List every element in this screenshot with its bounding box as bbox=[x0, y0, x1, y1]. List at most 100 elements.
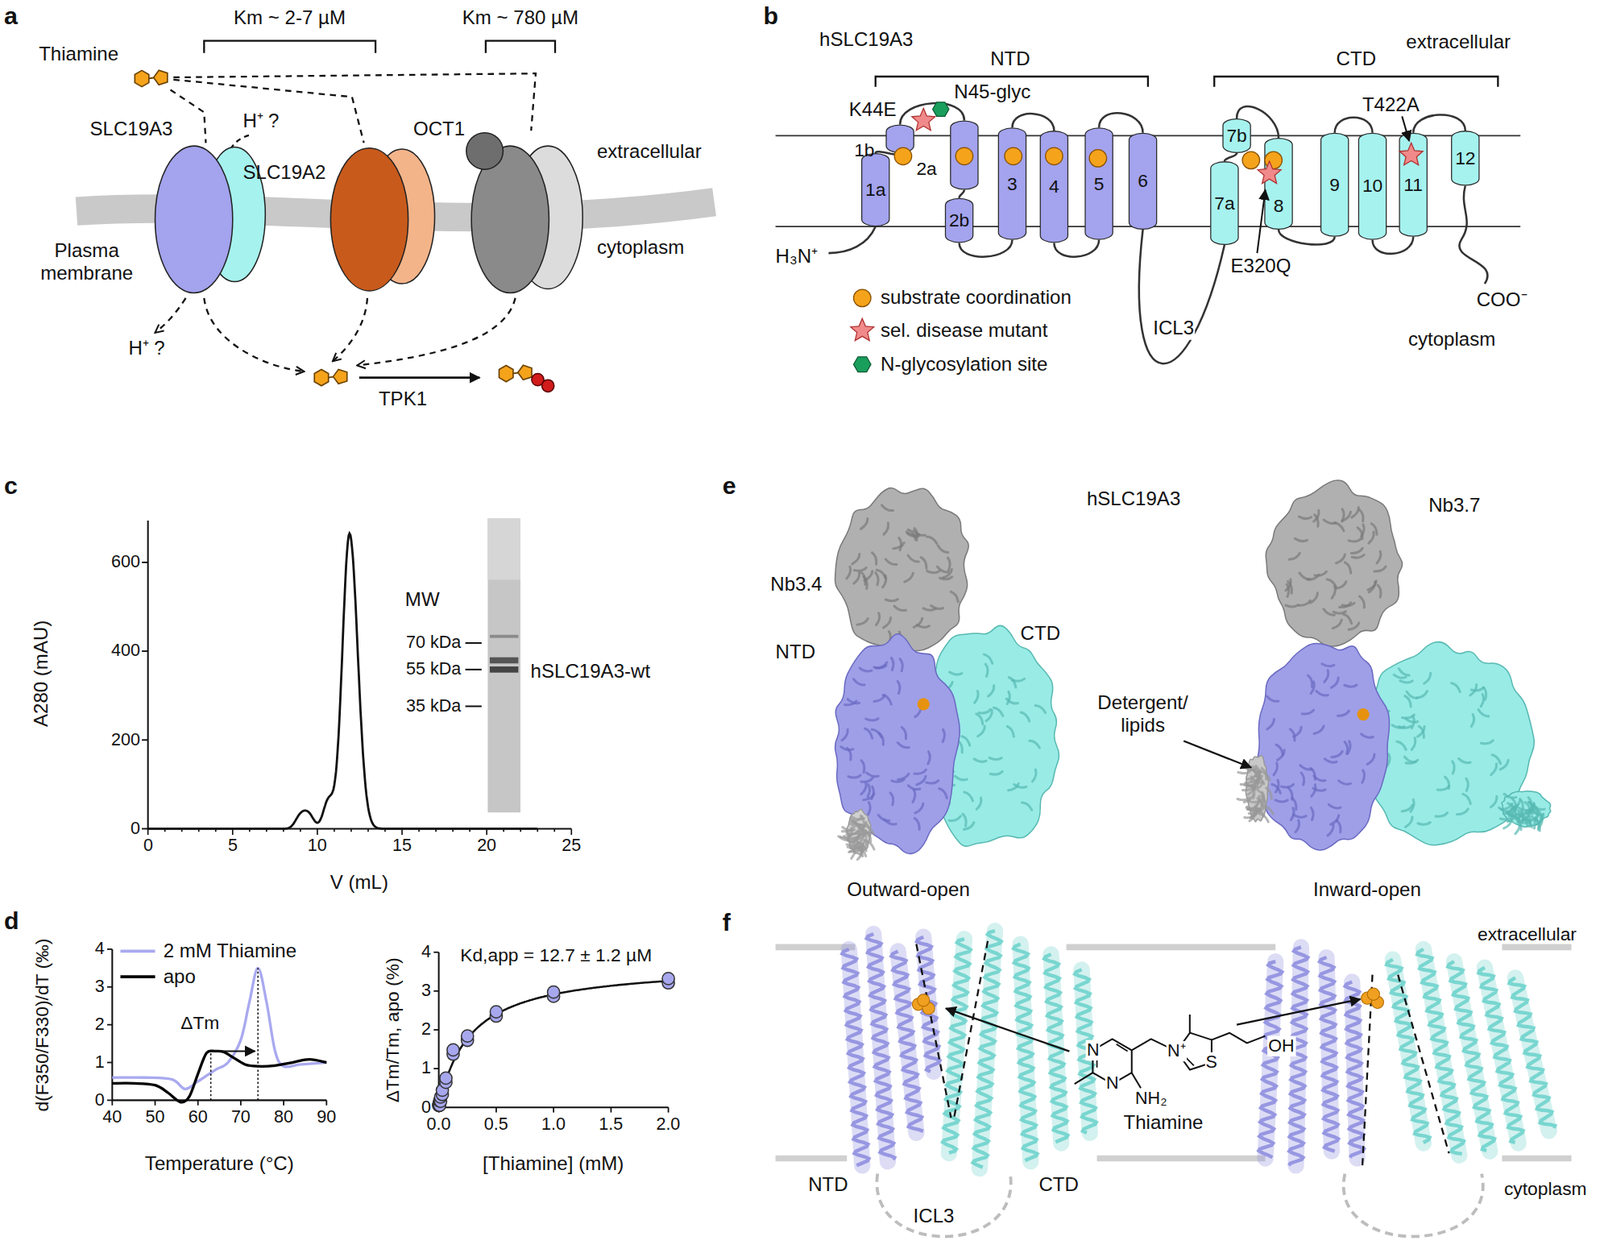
pointer-arrow bbox=[1236, 998, 1360, 1025]
density-texture bbox=[964, 791, 974, 801]
helix: 2b bbox=[945, 198, 974, 244]
density-texture bbox=[1406, 691, 1418, 698]
density-texture bbox=[1328, 804, 1341, 808]
helix-ribbon bbox=[891, 950, 923, 1131]
density-map bbox=[1255, 643, 1390, 850]
label: 1 bbox=[95, 1052, 105, 1073]
density-texture bbox=[899, 537, 902, 550]
density-texture bbox=[848, 775, 861, 778]
density-texture bbox=[978, 708, 991, 713]
tick bbox=[282, 1099, 285, 1105]
label: 70 bbox=[231, 1106, 251, 1128]
density-texture bbox=[1240, 779, 1252, 785]
tick bbox=[610, 1106, 613, 1112]
thiamine-icon bbox=[518, 364, 532, 380]
label: NH₂ bbox=[1134, 1088, 1169, 1109]
thiamine-icon bbox=[314, 369, 328, 386]
density-texture bbox=[878, 814, 890, 821]
gel-lane bbox=[487, 518, 521, 580]
thiamine-icon bbox=[130, 65, 174, 90]
density-texture bbox=[1348, 622, 1360, 630]
density-texture bbox=[1333, 611, 1346, 614]
transport-arrow bbox=[203, 298, 304, 372]
density-texture bbox=[974, 758, 987, 763]
helix: 8 bbox=[1264, 137, 1293, 230]
label: 600 bbox=[111, 551, 141, 573]
label: CTD bbox=[1020, 622, 1061, 646]
data-point bbox=[439, 1071, 452, 1084]
label: S bbox=[1204, 1052, 1219, 1073]
marker-tick bbox=[465, 642, 482, 644]
density-texture bbox=[1411, 737, 1416, 751]
density-texture bbox=[990, 770, 1003, 775]
tick bbox=[141, 738, 149, 741]
node-label: SLC19A2 bbox=[242, 161, 326, 184]
gel-band bbox=[489, 657, 519, 664]
substrate-site bbox=[1089, 149, 1107, 168]
density-texture bbox=[1478, 709, 1489, 717]
density-texture bbox=[1359, 509, 1364, 521]
bracket bbox=[485, 41, 556, 54]
delta-arrow bbox=[211, 1049, 256, 1052]
node-label: 7b bbox=[1226, 124, 1247, 146]
label: 55 kDa bbox=[406, 659, 461, 680]
density-texture bbox=[883, 617, 892, 628]
density-texture bbox=[955, 775, 968, 780]
label: N⁺ bbox=[1166, 1040, 1188, 1062]
label: 25 bbox=[561, 835, 581, 856]
density-texture bbox=[1402, 714, 1415, 718]
density-texture bbox=[1327, 824, 1334, 836]
density-texture bbox=[928, 751, 931, 764]
dashed-connector bbox=[170, 89, 207, 143]
node-label: 1a bbox=[865, 178, 886, 200]
density-texture bbox=[1463, 793, 1471, 804]
label: 0 bbox=[421, 1097, 432, 1118]
label: 15 bbox=[392, 835, 412, 856]
label: NTD bbox=[775, 640, 816, 664]
label: Km ~ 2-7 µM bbox=[233, 7, 346, 30]
label: A280 (mAU) bbox=[29, 620, 53, 727]
density-texture bbox=[1521, 810, 1524, 823]
label: H⁺ ? bbox=[242, 110, 279, 133]
label: E320Q bbox=[1230, 255, 1291, 278]
density-texture bbox=[1237, 797, 1250, 800]
density-texture bbox=[1520, 798, 1524, 811]
glycosylation-hexagon bbox=[932, 102, 950, 117]
density-texture bbox=[885, 559, 897, 565]
fit-curve bbox=[439, 980, 669, 1107]
ligand-density bbox=[1357, 708, 1370, 721]
density-texture bbox=[1357, 527, 1363, 539]
helix-ribbon bbox=[1044, 953, 1068, 1142]
density-texture bbox=[1362, 770, 1365, 783]
density-texture bbox=[1351, 507, 1359, 519]
density-texture bbox=[926, 536, 937, 544]
transporter-domain bbox=[330, 148, 408, 291]
density-texture bbox=[1470, 684, 1477, 696]
density-texture bbox=[853, 679, 864, 685]
helix-ribbon bbox=[1319, 957, 1339, 1152]
density-texture bbox=[862, 839, 867, 851]
density-texture bbox=[923, 608, 936, 610]
density-texture bbox=[850, 816, 863, 821]
density-texture bbox=[894, 605, 906, 610]
density-texture bbox=[842, 827, 854, 832]
label: V (mL) bbox=[330, 871, 389, 895]
label: 4 bbox=[421, 941, 432, 962]
cavity-line bbox=[916, 940, 988, 1118]
label: N bbox=[1086, 1040, 1101, 1061]
node-label: 2b bbox=[949, 209, 970, 231]
transport-arrow bbox=[356, 298, 515, 366]
density-texture bbox=[1334, 522, 1344, 531]
label: 5 bbox=[227, 835, 238, 856]
helix-ribbon bbox=[841, 949, 869, 1165]
label: e bbox=[722, 471, 737, 500]
density-texture bbox=[841, 729, 848, 740]
label: 0 bbox=[95, 1090, 105, 1111]
node-label: 2a bbox=[916, 157, 937, 179]
tick bbox=[570, 828, 573, 835]
density-texture bbox=[1452, 761, 1455, 774]
density-texture bbox=[986, 709, 992, 721]
density-texture bbox=[1035, 705, 1045, 713]
density-texture bbox=[871, 552, 876, 564]
tick bbox=[107, 1023, 112, 1026]
